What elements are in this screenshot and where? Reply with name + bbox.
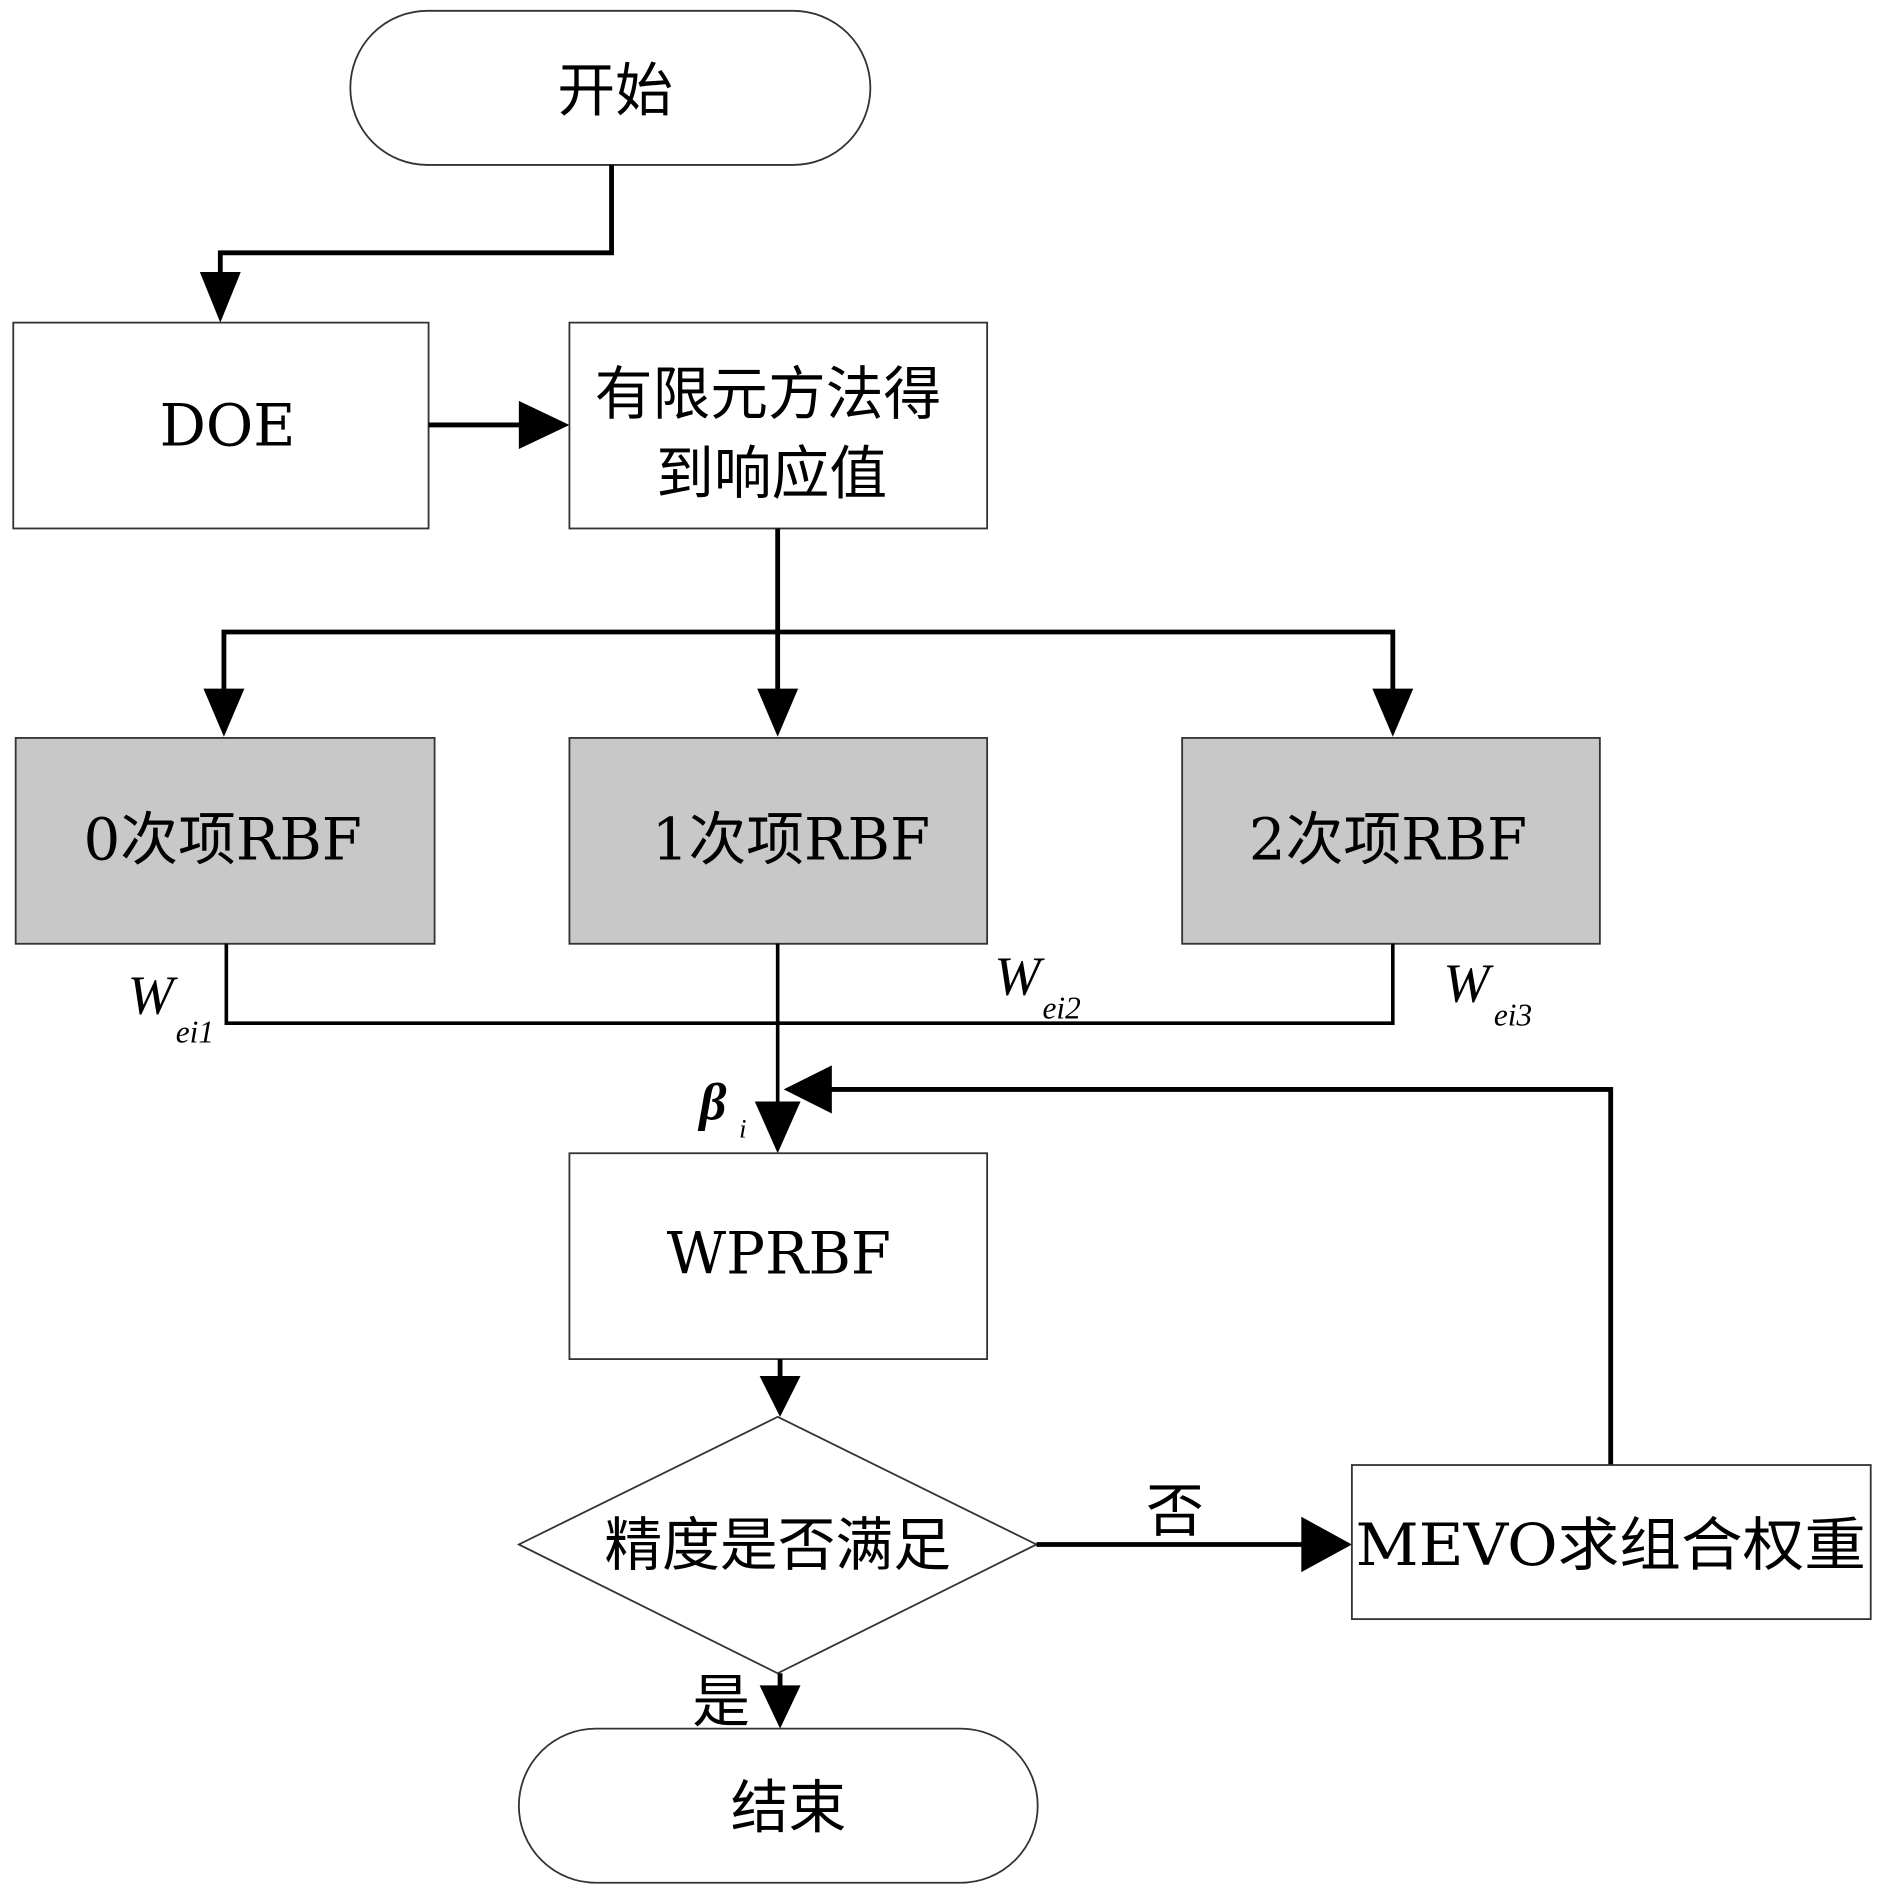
fem-label-line2: 到响应值 — [656, 440, 887, 508]
rbf1-label: 1次项RBF — [652, 806, 930, 874]
edge-fem-to-rbfs — [203, 528, 1414, 737]
edge-doe-to-fem — [428, 400, 570, 450]
edge-start-to-doe — [199, 164, 614, 323]
rbf0-label: 0次项RBF — [84, 806, 362, 874]
beta-base: β — [697, 1074, 726, 1132]
arrowhead-icon — [759, 1375, 801, 1417]
arrowhead-icon — [1301, 1516, 1352, 1573]
mevo-shape — [1350, 1464, 1872, 1621]
w1-base: W — [128, 965, 179, 1026]
rbf0-node[interactable]: 0次项RBF — [14, 737, 436, 945]
rbf1-node[interactable]: 1次项RBF — [568, 737, 989, 945]
start-node[interactable]: 开始 — [349, 9, 872, 166]
end-shape — [517, 1727, 1039, 1884]
start-label: 开始 — [557, 57, 673, 125]
rbf1-shape — [568, 737, 989, 945]
mevo-node[interactable]: MEVO求组合权重 — [1350, 1464, 1872, 1621]
arrowhead-icon — [518, 400, 570, 450]
end-label: 结束 — [731, 1773, 847, 1841]
arrowhead-icon — [199, 272, 241, 323]
rbf2-shape — [1181, 737, 1601, 945]
label-w-ei3: W ei3 — [1443, 953, 1532, 1033]
end-node[interactable]: 结束 — [517, 1727, 1039, 1884]
no-label: 否 — [1146, 1477, 1204, 1545]
yes-label: 是 — [692, 1667, 750, 1735]
arrowhead-icon — [203, 688, 245, 737]
rbf2-label: 2次项RBF — [1249, 806, 1527, 874]
w3-sub: ei3 — [1494, 998, 1532, 1033]
beta-sub: i — [739, 1114, 746, 1144]
edge-mevo-to-wprbf — [783, 1065, 1614, 1466]
w2-sub: ei2 — [1043, 990, 1081, 1025]
doe-label: DOE — [160, 391, 296, 459]
edge-rbfs-to-wprbf — [224, 943, 1395, 1154]
doe-shape — [12, 321, 430, 530]
arrowhead-icon — [754, 1101, 801, 1154]
decision-node[interactable]: 精度是否满足 — [516, 1415, 1039, 1675]
arrowhead-icon — [759, 1685, 801, 1729]
label-w-ei1: W ei1 — [128, 965, 214, 1050]
edge-line-merge — [224, 943, 1395, 1026]
edge-decision-to-end: 是 — [692, 1667, 801, 1735]
decision-label: 精度是否满足 — [604, 1511, 951, 1579]
edge-wprbf-to-decision — [759, 1359, 801, 1417]
w1-sub: ei1 — [176, 1014, 214, 1049]
doe-node[interactable]: DOE — [12, 321, 430, 530]
fem-label-line1: 有限元方法得 — [595, 360, 942, 428]
edge-decision-to-mevo: 否 — [1036, 1477, 1352, 1573]
label-beta-i: β i — [697, 1074, 746, 1144]
w3-base: W — [1443, 953, 1494, 1014]
wprbf-shape — [568, 1152, 989, 1360]
rbf0-shape — [14, 737, 436, 945]
label-w-ei2: W ei2 — [994, 945, 1080, 1025]
wprbf-label: WPRBF — [667, 1220, 891, 1288]
edge-line-branch — [221, 629, 1396, 705]
arrowhead-icon — [783, 1065, 832, 1114]
w2-base: W — [994, 945, 1045, 1006]
fem-node[interactable]: 有限元方法得 到响应值 — [568, 321, 989, 530]
arrowhead-icon — [1372, 688, 1414, 737]
rbf2-node[interactable]: 2次项RBF — [1181, 737, 1601, 945]
mevo-label: MEVO求组合权重 — [1355, 1511, 1865, 1579]
wprbf-node[interactable]: WPRBF — [568, 1152, 989, 1360]
arrowhead-icon — [757, 688, 799, 737]
edge-line — [819, 1087, 1614, 1466]
edge-line — [217, 164, 614, 287]
